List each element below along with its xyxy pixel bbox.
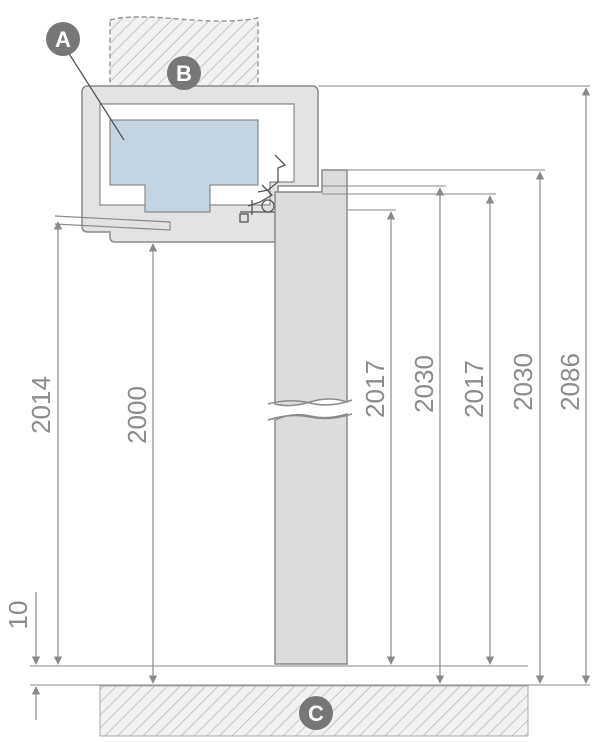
door-leaf-upper xyxy=(274,169,348,407)
break-line-top xyxy=(267,399,353,406)
callout-a-leader xyxy=(67,51,125,141)
door-leaf-lower xyxy=(274,412,348,665)
extension-lines xyxy=(30,85,590,686)
dim-label-10: 10 xyxy=(3,601,33,630)
blue-insulation-block xyxy=(109,119,259,213)
callout-b: B xyxy=(167,56,201,90)
dim-label-2017-inner: 2017 xyxy=(360,360,390,418)
dim-label-2030-inner: 2030 xyxy=(409,355,439,413)
dim-label-2014: 2014 xyxy=(26,376,56,434)
dim-label-2086: 2086 xyxy=(555,353,585,411)
dim-label-2000: 2000 xyxy=(122,386,152,444)
callout-a-label: A xyxy=(55,27,71,52)
seal-hardware-detail xyxy=(239,154,287,223)
callout-b-label: B xyxy=(176,61,192,86)
callout-a: A xyxy=(46,22,80,56)
frame-flange xyxy=(54,215,171,231)
callout-c-label: C xyxy=(308,701,324,726)
dim-label-2017-outer: 2017 xyxy=(459,360,489,418)
break-line-bottom xyxy=(267,413,353,421)
dim-label-2030-outer: 2030 xyxy=(508,353,538,411)
dimension-lines xyxy=(31,87,591,720)
callout-c: C xyxy=(299,696,333,730)
